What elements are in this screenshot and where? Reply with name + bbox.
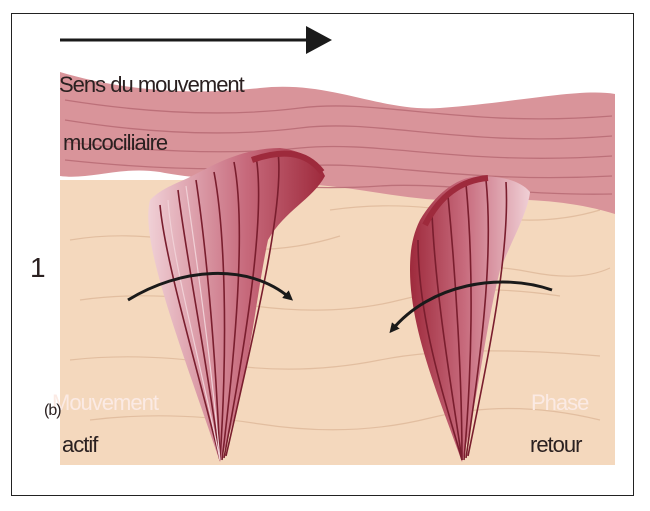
effective-stroke-label: actif [62, 432, 97, 458]
recovery-stroke-label: retour [530, 432, 581, 458]
effective-stroke-title: Mouvement [52, 390, 158, 416]
effective-stroke-prefix: (b) [44, 402, 61, 420]
direction-arrow [60, 26, 332, 54]
figure-number: 1 [30, 252, 45, 284]
recovery-stroke-title: Phase [531, 390, 588, 416]
mucociliary-label: mucociliaire [63, 130, 167, 156]
motion-direction-label: Sens du mouvement [59, 72, 244, 98]
periciliary-fluid [60, 180, 615, 465]
